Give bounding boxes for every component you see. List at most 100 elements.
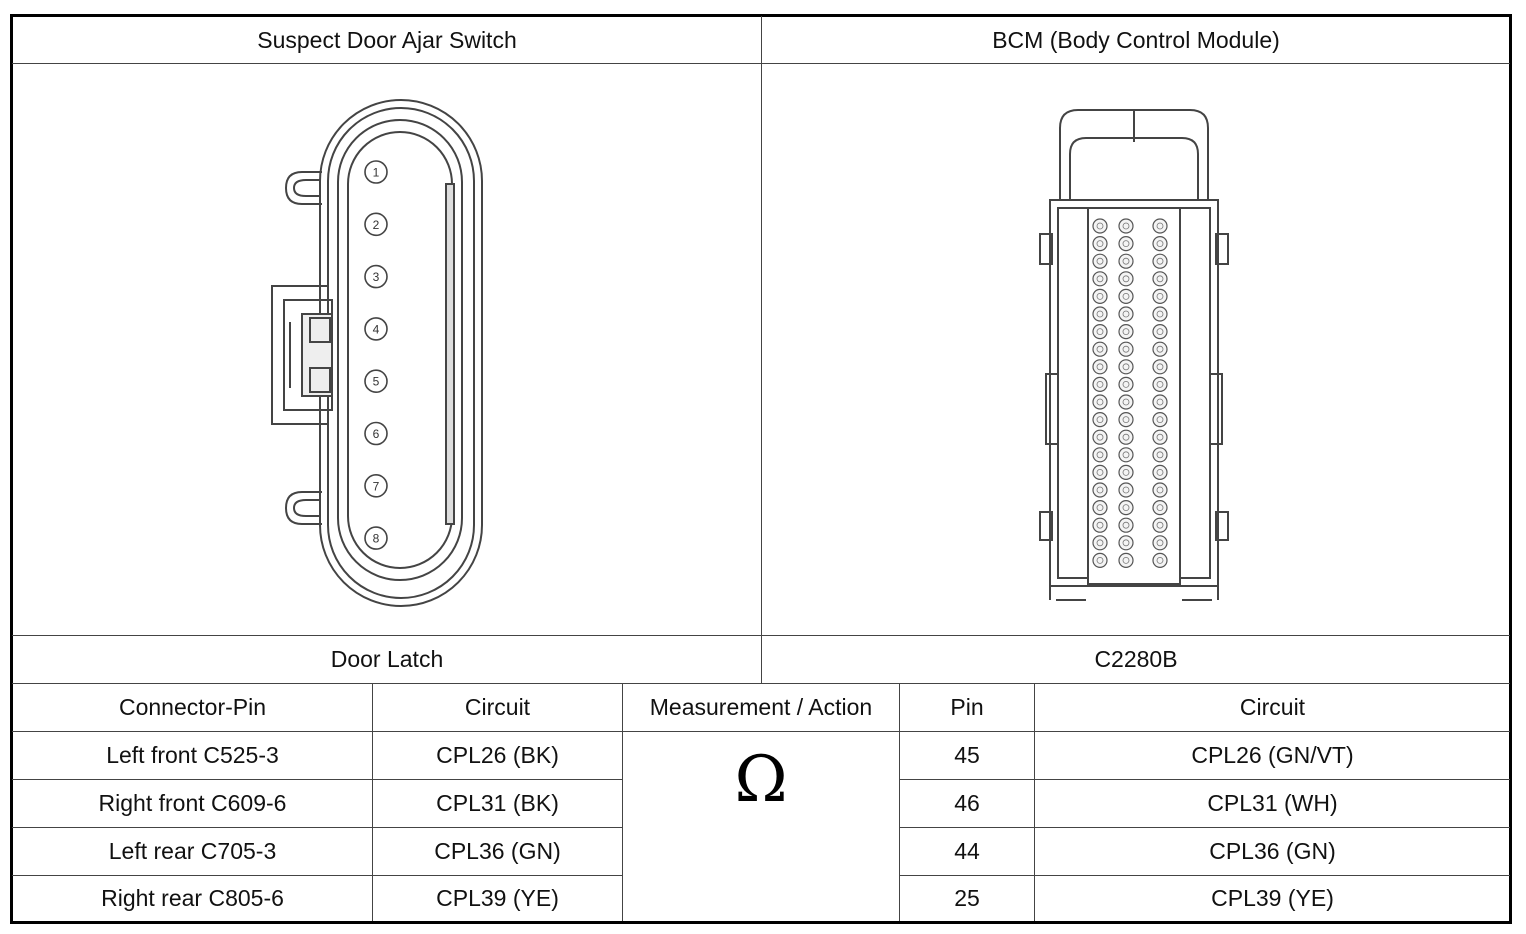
bcm-pin-cavity: [1152, 253, 1168, 269]
bcm-pin-mark: [1122, 363, 1130, 371]
table-cell-circuit: CPL39 (YE): [436, 885, 559, 911]
bcm-pin-cavity: [1118, 447, 1134, 463]
bcm-pin-cavity: [1152, 341, 1168, 357]
bcm-pin-cavity: [1118, 517, 1134, 533]
table-cell-bcm-circuit: CPL36 (GN): [1209, 838, 1336, 864]
bcm-pin-cavity: [1092, 412, 1108, 428]
bcm-pin-cavity: [1118, 306, 1134, 322]
grid-line: [12, 683, 1510, 684]
bcm-pin-mark: [1156, 292, 1164, 300]
table-cell-connector-pin: Right front C609-6: [98, 790, 287, 816]
bcm-pin-cavity: [1118, 464, 1134, 480]
bcm-pin-cavity: [1092, 341, 1108, 357]
latch-pin-number: 6: [373, 427, 380, 441]
bcm-pin-mark: [1122, 451, 1130, 459]
bcm-pin-mark: [1156, 416, 1164, 424]
latch-pin-circle: [364, 421, 388, 446]
latch-pin-circle: [364, 317, 388, 341]
bcm-pin-cavity: [1152, 552, 1168, 568]
bcm-pin-cavity: [1118, 394, 1134, 410]
table-cell-pin: 44: [954, 838, 980, 864]
bcm-pin-cavity: [1092, 500, 1108, 516]
table-cell-bcm-circuit: CPL31 (WH): [1207, 790, 1338, 816]
latch-pin-number: 8: [373, 532, 380, 546]
bcm-pin-cavity: [1118, 482, 1134, 498]
table-cell-pin: 45: [954, 742, 980, 768]
bcm-pin-mark: [1156, 504, 1164, 512]
bcm-pin-mark: [1156, 539, 1164, 547]
bcm-pin-cavity: [1118, 429, 1134, 445]
grid-line: [622, 683, 623, 921]
bcm-pin-mark: [1122, 345, 1130, 353]
bcm-pin-cavity: [1092, 535, 1108, 551]
grid-line: [761, 16, 762, 683]
bcm-pin-cavity: [1118, 218, 1134, 234]
bcm-pin-cavity: [1092, 394, 1108, 410]
bcm-pin-cavity: [1118, 324, 1134, 340]
table-cell-bcm-circuit: CPL26 (GN/VT): [1191, 742, 1354, 768]
bcm-pin-mark: [1096, 539, 1104, 547]
bcm-pin-mark: [1096, 556, 1104, 564]
table-cell-bcm-circuit: CPL39 (YE): [1211, 885, 1334, 911]
bcm-pin-mark: [1096, 257, 1104, 265]
bcm-pin-mark: [1122, 257, 1130, 265]
bcm-pin-mark: [1122, 310, 1130, 318]
bcm-pin-mark: [1156, 556, 1164, 564]
table-cell-connector-pin: Left rear C705-3: [108, 838, 277, 864]
bcm-pin-mark: [1156, 380, 1164, 388]
bcm-pin-cavity: [1152, 324, 1168, 340]
bcm-pin-cavity: [1092, 324, 1108, 340]
header-suspect-door-ajar-switch: Suspect Door Ajar Switch: [257, 26, 517, 53]
bcm-pin-cavity: [1092, 253, 1108, 269]
table-cell-pin: 46: [954, 790, 980, 816]
bcm-pin-mark: [1122, 222, 1130, 230]
bcm-pin-cavity: [1092, 271, 1108, 287]
bcm-pin-cavity: [1118, 552, 1134, 568]
bcm-pin-mark: [1122, 433, 1130, 441]
bcm-pin-mark: [1096, 433, 1104, 441]
bcm-pin-mark: [1096, 345, 1104, 353]
latch-pin-circle: [364, 526, 388, 550]
bcm-pin-mark: [1156, 275, 1164, 283]
bcm-pin-cavity: [1092, 376, 1108, 392]
bcm-pin-mark: [1096, 310, 1104, 318]
bcm-pin-cavity: [1092, 218, 1108, 234]
latch-pin-circle: [364, 473, 388, 498]
grid-line: [12, 731, 1510, 732]
latch-pin-circle: [364, 160, 388, 184]
bcm-pin-cavity: [1152, 306, 1168, 322]
ohm-symbol: Ω: [734, 743, 788, 817]
bcm-pin-mark: [1096, 504, 1104, 512]
grid-line: [899, 875, 1510, 876]
bcm-pin-mark: [1096, 486, 1104, 494]
bcm-pin-mark: [1156, 345, 1164, 353]
bcm-pin-mark: [1156, 468, 1164, 476]
grid-line: [899, 827, 1510, 828]
latch-pin-circle: [364, 212, 388, 237]
bcm-pin-cavity: [1152, 236, 1168, 252]
bcm-pin-cavity: [1118, 359, 1134, 375]
table-cell-circuit: CPL26 (BK): [436, 742, 559, 768]
bcm-pin-cavity: [1152, 376, 1168, 392]
bcm-pin-mark: [1156, 222, 1164, 230]
bcm-pin-mark: [1122, 556, 1130, 564]
latch-pin-number: 4: [373, 322, 380, 336]
bcm-pin-mark: [1122, 398, 1130, 406]
bcm-pin-cavity: [1152, 482, 1168, 498]
latch-pin-circle: [364, 369, 388, 394]
bcm-pin-cavity: [1118, 500, 1134, 516]
bcm-pin-mark: [1156, 486, 1164, 494]
header-bcm: BCM (Body Control Module): [992, 26, 1280, 53]
latch-pin-number: 7: [373, 479, 380, 493]
bcm-pin-mark: [1156, 398, 1164, 406]
bcm-pin-mark: [1156, 257, 1164, 265]
bcm-pin-mark: [1096, 451, 1104, 459]
bcm-pin-mark: [1122, 539, 1130, 547]
grid-line: [12, 827, 622, 828]
bcm-connector-icon: [1039, 109, 1229, 601]
grid-line: [12, 875, 622, 876]
bcm-pin-mark: [1122, 416, 1130, 424]
bcm-pin-cavity: [1152, 288, 1168, 304]
table-cell-connector-pin: Left front C525-3: [106, 742, 279, 768]
bcm-pin-mark: [1096, 398, 1104, 406]
